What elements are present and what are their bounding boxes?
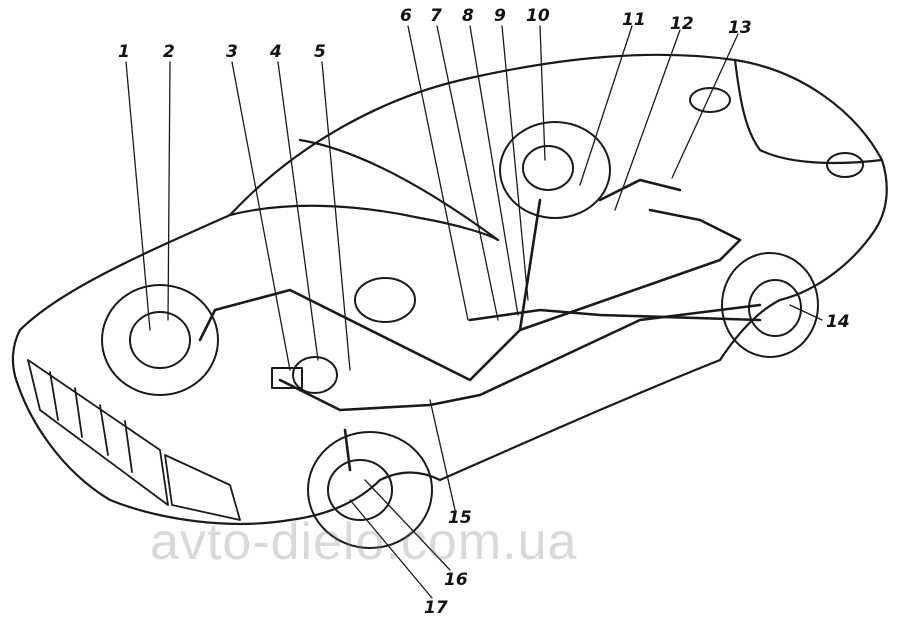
callout-2: 2 [163,42,175,62]
callout-13: 13 [728,18,752,38]
brake-lines [198,178,762,472]
callout-6: 6 [400,6,412,26]
callout-17: 17 [424,598,448,618]
car-body [11,53,888,526]
leader-lines [125,25,823,599]
watermark-text: avto-dielo.com.ua [150,513,578,571]
callout-12: 12 [670,14,694,34]
brake-booster [271,87,864,394]
callout-16: 16 [444,570,468,590]
callout-9: 9 [494,6,506,26]
callout-15: 15 [448,508,472,528]
callout-14: 14 [826,312,850,332]
front-grille [27,359,241,521]
callout-8: 8 [462,6,474,26]
callout-4: 4 [270,42,282,62]
callout-10: 10 [526,6,550,26]
callout-11: 11 [622,10,646,30]
callout-1: 1 [118,42,130,62]
callout-7: 7 [430,6,442,26]
wheels [101,121,819,549]
callout-5: 5 [314,42,326,62]
callout-3: 3 [226,42,238,62]
